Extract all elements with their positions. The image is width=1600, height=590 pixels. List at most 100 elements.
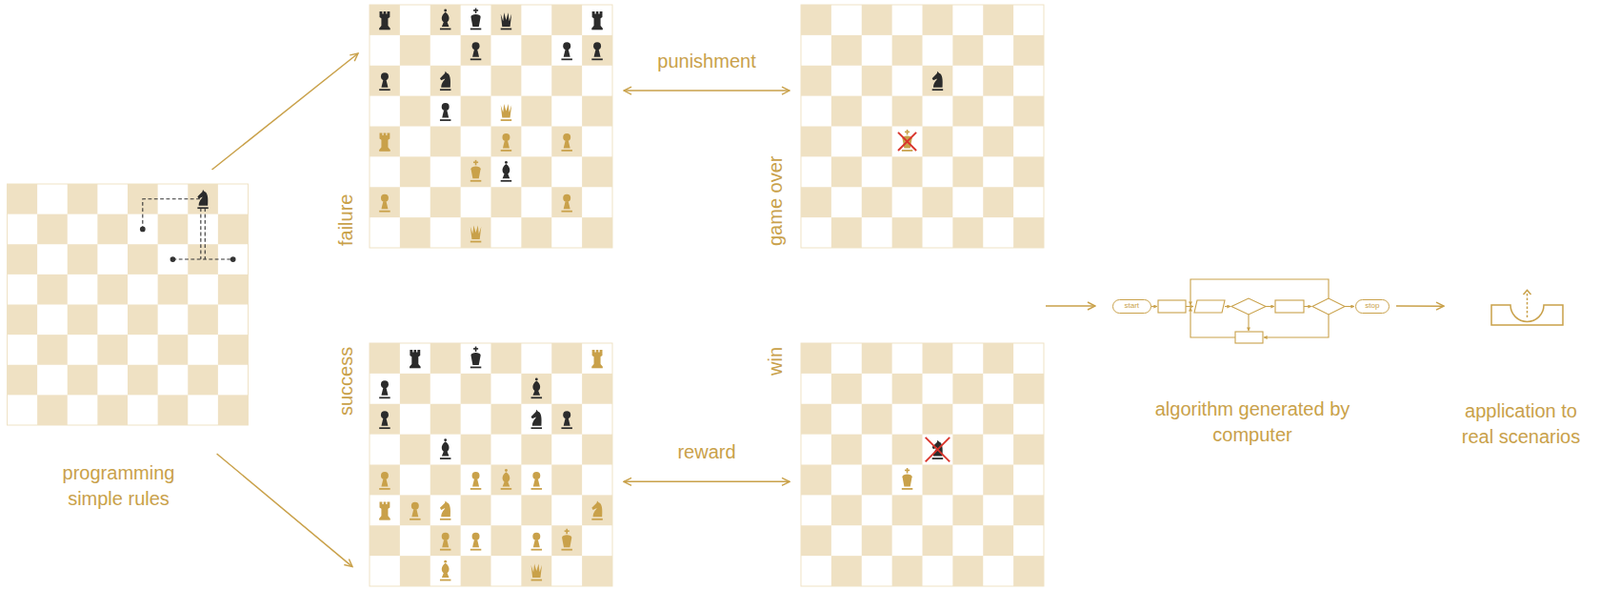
chess-board: failure <box>369 4 613 248</box>
board-squares <box>7 183 249 425</box>
chess-piece <box>560 528 572 551</box>
terminal-label: stop <box>1364 300 1380 312</box>
flow-arrow <box>1045 304 1096 307</box>
flowchart-box: algorithm generated by computerstartstop <box>1112 277 1393 344</box>
chess-piece <box>500 103 512 121</box>
application-caption: application to real scenarios <box>1449 398 1593 450</box>
chess-piece <box>560 41 572 60</box>
flow-line <box>1247 314 1249 331</box>
board-squares <box>369 342 613 586</box>
flow-line <box>1265 305 1275 307</box>
chess-piece <box>440 102 451 121</box>
decision-diamond <box>1231 298 1266 315</box>
board-squares <box>369 4 613 248</box>
chess-piece <box>470 8 481 31</box>
chess-piece <box>470 224 481 242</box>
edge-label: punishment <box>653 48 760 75</box>
chess-piece <box>560 194 572 213</box>
chess-piece <box>379 380 390 399</box>
chess-piece <box>500 160 512 182</box>
process-box <box>1235 331 1263 343</box>
flowchart-caption: algorithm generated by computer <box>1150 396 1356 448</box>
flow-line <box>1224 305 1231 307</box>
chess-piece <box>379 72 390 91</box>
connector-arrow <box>212 53 359 170</box>
chess-piece <box>409 501 420 520</box>
flow-line <box>1151 305 1158 307</box>
chess-piece <box>379 471 390 490</box>
application-icon <box>1491 290 1563 326</box>
chess-piece <box>409 349 420 368</box>
board-label: game over <box>764 156 786 247</box>
chess-board: win <box>800 342 1044 586</box>
edge-label: reward <box>673 439 740 465</box>
chess-piece <box>470 471 481 490</box>
board-label: failure <box>335 194 357 246</box>
chess-board <box>800 342 1044 586</box>
chess-piece <box>500 12 512 30</box>
flow-line <box>1344 305 1355 307</box>
chess-piece <box>440 532 451 551</box>
terminal-oval: start <box>1112 299 1152 314</box>
chess-piece <box>531 562 542 580</box>
output-arrowhead <box>1523 290 1532 296</box>
board-label: win <box>764 346 786 376</box>
chess-piece <box>440 9 451 31</box>
flowchart <box>1151 279 1355 343</box>
chess-board <box>369 4 613 248</box>
chess-piece <box>500 133 512 152</box>
chess-piece <box>470 160 481 182</box>
chess-piece <box>470 532 481 551</box>
board-caption: programming simple rules <box>42 460 196 512</box>
application-box: application to real scenarios <box>1447 285 1595 329</box>
chess-piece <box>531 409 542 429</box>
chess-piece <box>500 468 512 490</box>
chess-board <box>369 342 613 586</box>
chess-piece <box>379 500 390 520</box>
chess-piece <box>379 133 390 152</box>
board-squares <box>800 4 1044 248</box>
flow-line <box>1303 305 1312 307</box>
connector-arrow <box>217 453 353 567</box>
chess-board <box>800 4 1044 248</box>
chess-piece <box>440 438 451 460</box>
chess-piece <box>591 41 602 60</box>
chess-piece <box>932 71 943 91</box>
chess-piece <box>440 71 451 91</box>
chess-board: success <box>369 342 613 586</box>
chess-piece <box>379 410 390 429</box>
connector-arrow <box>623 480 790 483</box>
flow-line <box>1185 305 1194 307</box>
chess-piece <box>440 560 451 581</box>
chess-board: programming simple rules <box>7 183 249 425</box>
chess-piece <box>470 346 481 369</box>
move-dots <box>140 226 237 262</box>
chess-piece <box>531 532 542 551</box>
chess-board: game over <box>800 4 1044 248</box>
chess-piece <box>560 133 572 152</box>
chess-piece <box>197 189 208 209</box>
knight-moves <box>142 199 234 260</box>
decision-diamond <box>1312 298 1345 315</box>
terminal-oval: stop <box>1355 299 1390 314</box>
chess-piece <box>470 41 481 60</box>
process-box <box>1275 300 1304 313</box>
loop-line <box>1263 314 1329 338</box>
chess-piece <box>440 500 451 520</box>
loop-line <box>1190 279 1329 305</box>
connector-arrow <box>1396 304 1444 307</box>
board-label: success <box>335 346 357 416</box>
chess-piece <box>901 467 913 490</box>
chess-piece <box>591 11 602 30</box>
chess-piece <box>379 11 390 30</box>
chess-piece <box>531 471 542 490</box>
chess-piece <box>379 194 390 213</box>
chess-piece <box>531 377 542 399</box>
board-squares <box>800 342 1044 586</box>
chess-piece <box>591 349 602 368</box>
terminal-label: start <box>1124 300 1140 312</box>
output-arrow <box>1526 291 1529 318</box>
